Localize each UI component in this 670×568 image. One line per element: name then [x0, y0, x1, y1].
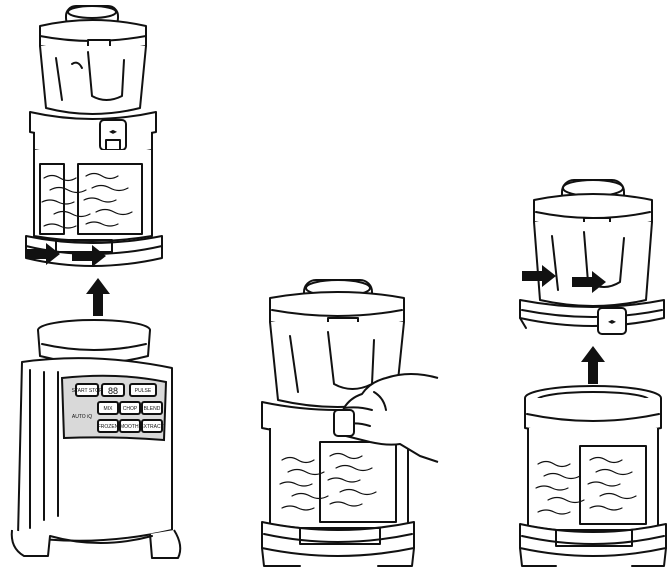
mix-label: MIX: [104, 406, 114, 412]
timer-display: [101, 383, 125, 397]
up-arrow-icon: [581, 346, 605, 384]
motor-base: START STOP 88 PULSE MIX CHOP BLEND AUTO …: [10, 319, 182, 559]
up-arrow-icon: [86, 278, 110, 316]
extract-button[interactable]: [141, 419, 163, 433]
unlock-arrows-icon: ◂▸: [99, 119, 127, 155]
smoothie-button[interactable]: [119, 419, 141, 433]
lower-container-right: [519, 385, 667, 567]
svg-text:◂▸: ◂▸: [608, 317, 616, 326]
pulse-button[interactable]: [129, 383, 157, 397]
control-panel: START STOP 88 PULSE MIX CHOP BLEND AUTO …: [72, 383, 164, 433]
mix-button[interactable]: [97, 401, 119, 415]
hand: [333, 373, 439, 463]
auto-iq-label: AUTO iQ: [72, 414, 92, 420]
timer-display-value: 88: [108, 386, 118, 396]
blend-button[interactable]: [141, 401, 163, 415]
pulse-label: PULSE: [135, 388, 152, 394]
frozen-label: FROZEN: [98, 424, 119, 430]
extract-label: EXTRACT: [140, 424, 163, 430]
chop-button[interactable]: [119, 401, 141, 415]
bowl-assembly-top-left: ◂▸: [25, 5, 163, 267]
bowl-assembly-top-right: ◂▸: [519, 179, 665, 335]
blend-label: BLEND: [144, 406, 161, 412]
start-stop-button[interactable]: [75, 383, 99, 397]
chop-label: CHOP: [123, 406, 138, 412]
svg-text:◂▸: ◂▸: [109, 127, 117, 136]
unlock-tab: ◂▸: [597, 307, 627, 335]
smoothie-label: SMOOTHIE: [117, 424, 144, 430]
frozen-button[interactable]: [97, 419, 119, 433]
start-stop-label: START STOP: [72, 388, 103, 394]
